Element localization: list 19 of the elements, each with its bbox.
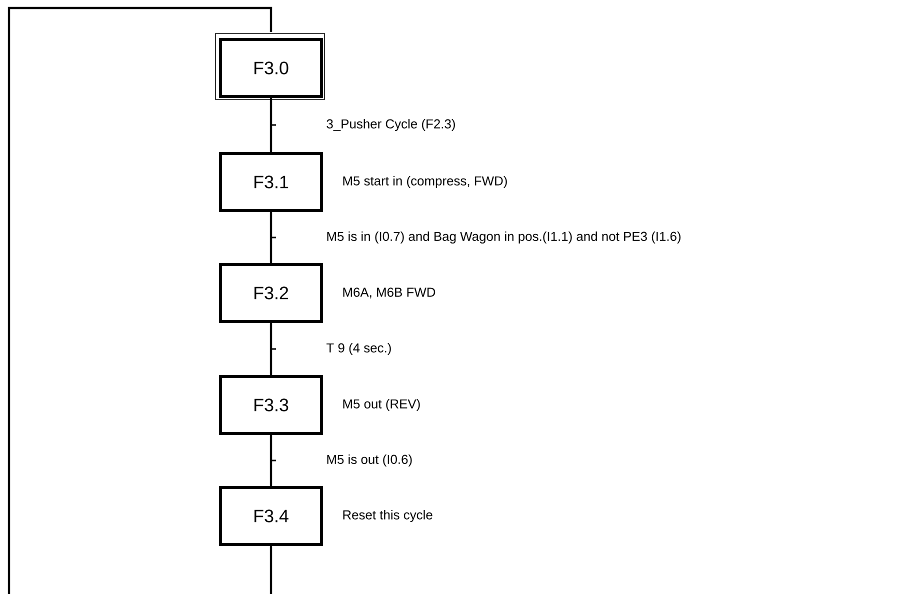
action-text: M6A, M6B FWD bbox=[343, 288, 436, 298]
connector-line bbox=[270, 546, 272, 594]
transition-line bbox=[270, 212, 276, 263]
step-box: F3.2 bbox=[219, 263, 323, 323]
step-box: F3.1 bbox=[219, 152, 323, 212]
transition-condition: M5 is in (I0.7) and Bag Wagon in pos.(I1.1) and not PE3 (I1.6) bbox=[327, 231, 680, 244]
action-text: M5 start in (compress, FWD) bbox=[343, 176, 507, 188]
action-text: Reset this cycle bbox=[343, 510, 432, 522]
transition-condition: 3_Pusher Cycle (F2.3) bbox=[326, 118, 455, 132]
transition-condition: M5 is out (I0.6) bbox=[327, 454, 412, 467]
transition-condition: T 9 (4 sec.) bbox=[326, 342, 391, 356]
transition-line bbox=[270, 323, 276, 375]
return-line bbox=[8, 6, 272, 594]
step-box: F3.4 bbox=[219, 486, 323, 546]
transition-line bbox=[270, 98, 276, 152]
step-box: F3.3 bbox=[219, 375, 323, 435]
action-text: M5 out (REV) bbox=[343, 398, 420, 412]
transition-line bbox=[270, 435, 276, 486]
step-box: F3.0 bbox=[215, 33, 325, 100]
